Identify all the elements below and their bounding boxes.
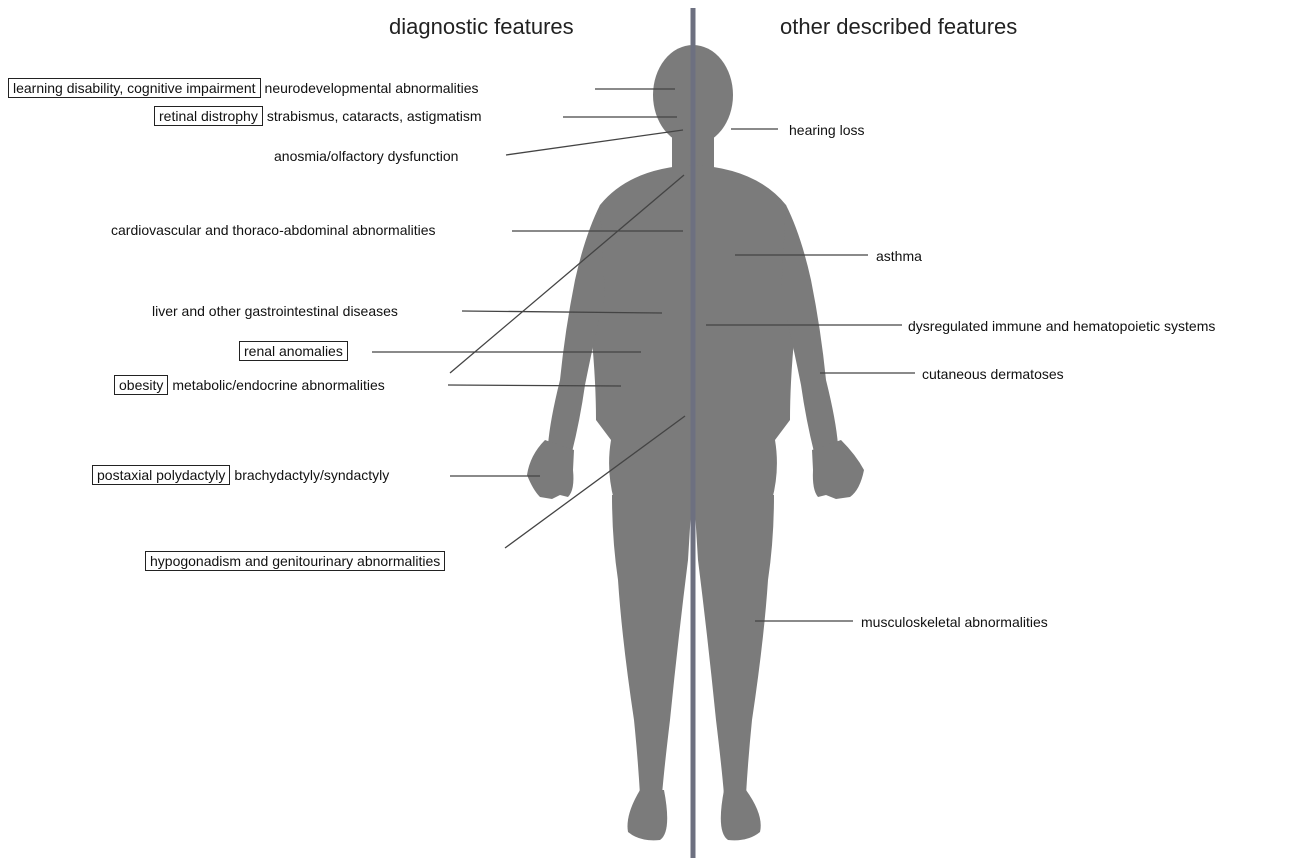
diagnostic-box-learning-disability: learning disability, cognitive impairmen… [8,78,261,98]
left-leg [612,495,692,795]
leader-line-metabolic [448,385,621,386]
diagnostic-box-hypogonadism: hypogonadism and genitourinary abnormali… [145,551,445,571]
feature-neurodevelopmental: learning disability, cognitive impairmen… [8,79,479,97]
feature-musculoskeletal: musculoskeletal abnormalities [861,613,1048,631]
feature-text-metabolic: metabolic/endocrine abnormalities [172,377,384,393]
feature-asthma: asthma [876,247,922,265]
feature-text-anosmia: anosmia/olfactory dysfunction [274,148,458,164]
diagnostic-box-retinal-distrophy: retinal distrophy [154,106,263,126]
left-foot [628,790,668,840]
feature-text-cardiovascular: cardiovascular and thoraco-abdominal abn… [111,222,436,238]
feature-anosmia: anosmia/olfactory dysfunction [274,147,458,165]
left-hand [527,440,574,499]
right-foot [721,790,761,840]
feature-text-liver: liver and other gastrointestinal disease… [152,303,398,319]
feature-renal: renal anomalies [239,342,352,360]
diagnostic-box-postaxial-polydactyly: postaxial polydactyly [92,465,230,485]
feature-hearing-loss: hearing loss [789,121,865,139]
right-hand [812,440,864,499]
feature-text-strabismus: strabismus, cataracts, astigmatism [267,108,482,124]
feature-text-brachydactyly: brachydactyly/syndactyly [234,467,389,483]
right-leg [694,495,774,795]
feature-liver: liver and other gastrointestinal disease… [152,302,398,320]
feature-cardiovascular: cardiovascular and thoraco-abdominal abn… [111,221,436,239]
diagnostic-box-obesity: obesity [114,375,168,395]
feature-text-neurodevelopmental: neurodevelopmental abnormalities [265,80,479,96]
leader-line-anosmia [506,130,683,155]
diagnostic-box-renal-anomalies: renal anomalies [239,341,348,361]
heading-diagnostic-features: diagnostic features [389,14,574,40]
feature-hypogonadism: hypogonadism and genitourinary abnormali… [145,552,449,570]
heading-other-described-features: other described features [780,14,1017,40]
feature-immune-hematopoietic: dysregulated immune and hematopoietic sy… [908,317,1215,335]
feature-cutaneous-dermatoses: cutaneous dermatoses [922,365,1064,383]
